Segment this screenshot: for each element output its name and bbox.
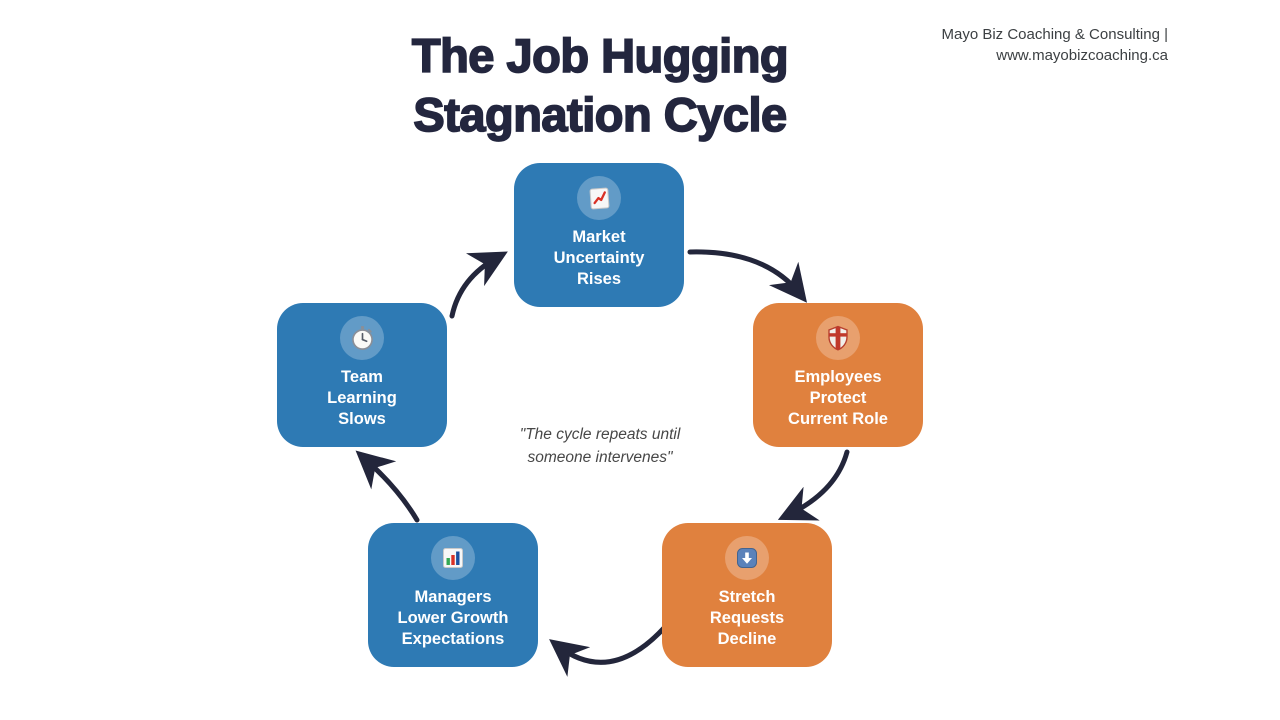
branding-website: www.mayobizcoaching.ca: [996, 47, 1168, 64]
arrow-market-to-employees: [687, 249, 808, 303]
down-arrow-button-icon: [725, 536, 769, 580]
node-label-line: Lower Growth: [397, 609, 509, 627]
chart-increasing-icon: [577, 176, 621, 220]
arrow-employees-to-stretch: [777, 449, 850, 521]
node-label-line: Team: [341, 368, 383, 386]
node-market-uncertainty: Market Uncertainty Rises: [514, 163, 684, 307]
branding: Mayo Biz Coaching & Consulting | www.may…: [941, 24, 1168, 66]
shield-icon: [816, 316, 860, 360]
page-title: The Job Hugging Stagnation Cycle: [300, 26, 900, 144]
center-quote: "The cycle repeats until someone interve…: [450, 423, 750, 469]
node-label: Stretch Requests Decline: [662, 587, 832, 650]
node-label-line: Requests: [709, 609, 785, 627]
node-label-line: Stretch: [718, 588, 776, 606]
node-label-line: Uncertainty: [553, 249, 645, 267]
node-label: Team Learning Slows: [277, 367, 447, 430]
arrow-managers-to-team: [355, 450, 420, 523]
node-team-learning: Team Learning Slows: [277, 303, 447, 447]
node-label-line: Protect: [809, 389, 867, 407]
node-label-line: Slows: [338, 410, 386, 428]
arrow-team-to-market: [449, 251, 508, 319]
node-label: Employees Protect Current Role: [753, 367, 923, 430]
node-label-line: Rises: [576, 270, 622, 288]
node-label-line: Managers: [414, 588, 492, 606]
center-quote-line2: someone intervenes": [527, 449, 673, 466]
center-quote-line1: "The cycle repeats until: [519, 426, 681, 443]
node-label-line: Market: [572, 228, 626, 246]
node-label-line: Decline: [717, 630, 777, 648]
arrow-stretch-to-managers: [549, 625, 667, 677]
node-stretch-requests: Stretch Requests Decline: [662, 523, 832, 667]
node-employees-protect: Employees Protect Current Role: [753, 303, 923, 447]
bar-chart-icon: [431, 536, 475, 580]
stopwatch-icon: [340, 316, 384, 360]
node-label-line: Employees: [794, 368, 882, 386]
node-label-line: Expectations: [401, 630, 505, 648]
node-managers-lower: Managers Lower Growth Expectations: [368, 523, 538, 667]
node-label-line: Learning: [327, 389, 397, 407]
branding-company: Mayo Biz Coaching & Consulting |: [941, 26, 1168, 43]
node-label-line: Current Role: [788, 410, 888, 428]
page-title-line2: Stagnation Cycle: [412, 87, 788, 142]
page-title-line1: The Job Hugging: [411, 28, 789, 83]
node-label: Market Uncertainty Rises: [514, 227, 684, 290]
node-label: Managers Lower Growth Expectations: [368, 587, 538, 650]
